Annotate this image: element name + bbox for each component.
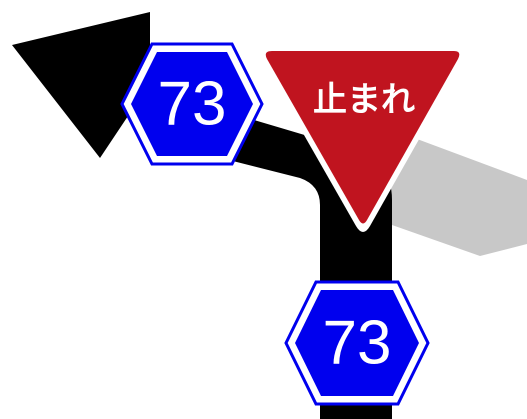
route-sign-lower-face (295, 290, 419, 396)
side-road (372, 136, 527, 256)
route-sign-lower: 73 (284, 280, 430, 406)
stop-sign-label: 止まれ (313, 80, 415, 120)
stop-sign-face (265, 51, 460, 224)
route-arrowhead (12, 12, 185, 158)
route-number-lower: 73 (323, 309, 392, 378)
route-sign-upper: 73 (120, 42, 264, 166)
route-number-upper: 73 (158, 70, 227, 139)
route-sign-upper-face (131, 52, 253, 156)
stop-sign: 止まれ (257, 44, 468, 232)
